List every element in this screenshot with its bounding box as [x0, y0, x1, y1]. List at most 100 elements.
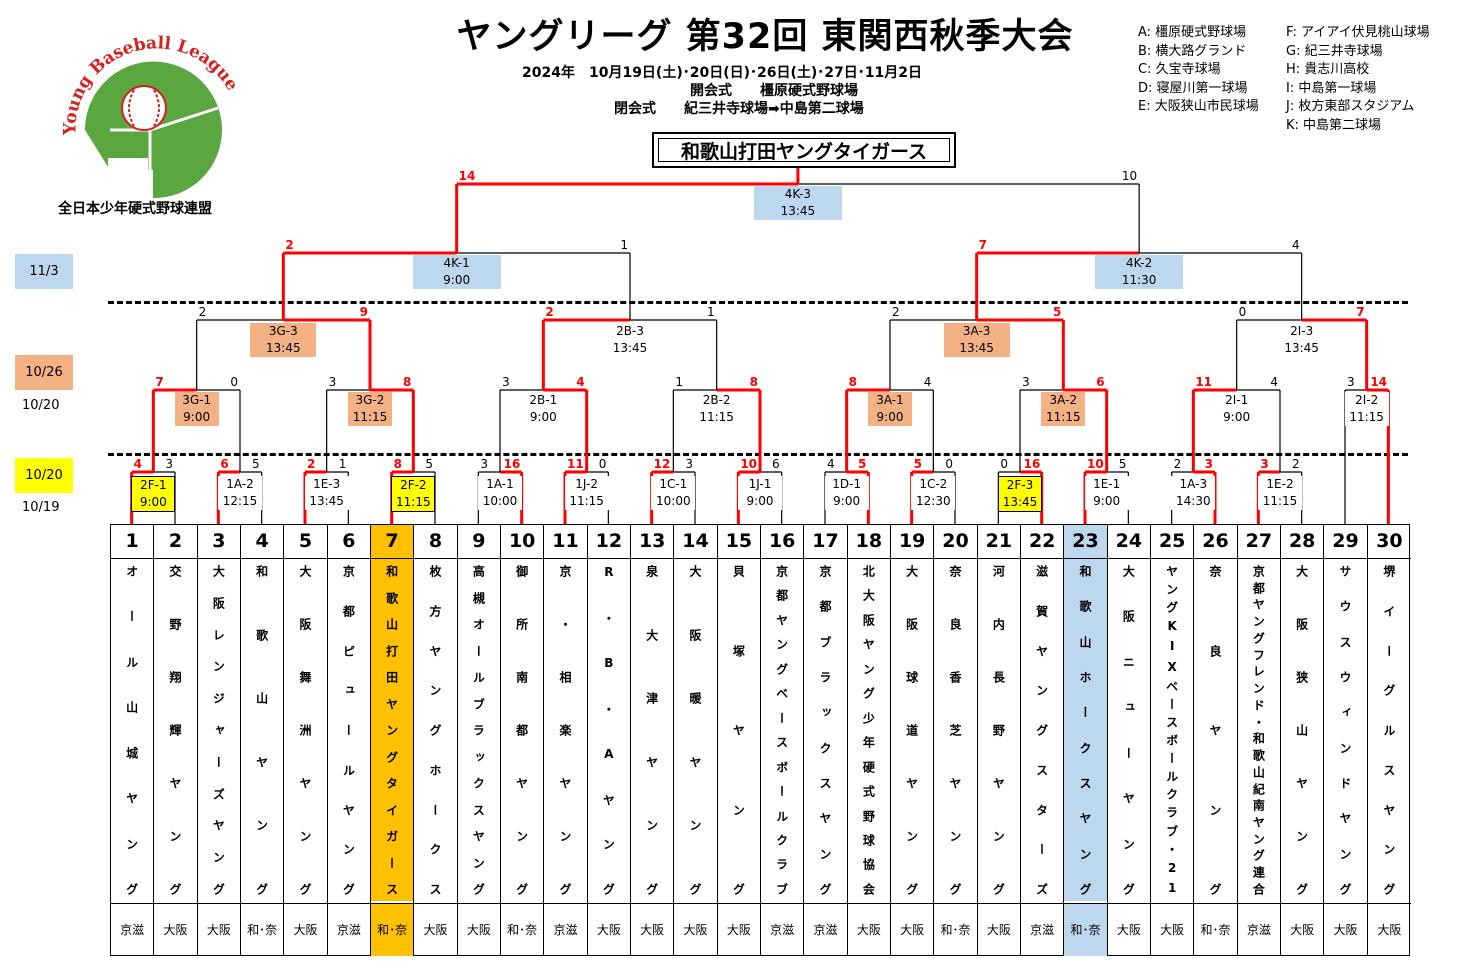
match-time: 11:15	[1046, 410, 1081, 424]
match-time: 13:45	[1002, 495, 1038, 509]
team-name: 奈良香芝ヤング	[934, 559, 976, 901]
team-name-char: 都	[818, 600, 832, 613]
team-name: 滋賀ヤングスターズ	[1021, 559, 1063, 901]
league-logo: Young Baseball League	[60, 33, 242, 199]
match-score: 8	[393, 457, 403, 471]
match-score: 4	[576, 375, 585, 389]
team-name: 大阪球道ヤング	[891, 559, 933, 901]
team-name-char: ヤ	[1294, 777, 1309, 789]
team-name-char: ィ	[1338, 706, 1352, 719]
team-name-char: ド	[1338, 776, 1352, 789]
team-name: 京都ピュールヤング	[328, 559, 370, 901]
team-name-char: ヤ	[558, 777, 572, 789]
match-code: 1E-3	[313, 477, 341, 491]
team-name-char: ス	[1338, 635, 1352, 648]
match-score: 2	[545, 305, 554, 319]
team-name-char: 硬	[861, 760, 876, 773]
team-number: 5	[284, 525, 327, 559]
team-name-char: 会	[861, 882, 876, 895]
team-name-char: ン	[341, 843, 356, 856]
match-time: 9:00	[139, 495, 167, 509]
team-name-char: 翔	[168, 671, 182, 683]
team-region: 京滋	[761, 903, 804, 956]
team-region: 大阪	[891, 903, 934, 956]
match-score: 3	[328, 375, 337, 389]
date-marker-round1-day1: 10/19	[22, 500, 60, 515]
team-name-char: グ	[818, 882, 832, 895]
team-name-char: 良	[1208, 644, 1222, 657]
match-code: 3G-3	[268, 324, 298, 338]
team-name-char: ル	[1164, 770, 1179, 783]
team-name-char: ヤ	[168, 777, 182, 789]
team-name-char: 御	[514, 565, 529, 577]
team-name-char: ー	[341, 724, 356, 736]
team-name-char: 暖	[688, 692, 702, 705]
team-name-char: ブ	[818, 635, 832, 648]
team-name-char: グ	[991, 883, 1006, 895]
team-name-char: 京	[341, 565, 356, 577]
team-region: 大阪	[587, 903, 630, 956]
match-score: 4	[1292, 238, 1300, 252]
team-name-char: ヤ	[818, 812, 832, 825]
team-name-char: ヤ	[1078, 812, 1092, 825]
team-name-char: 泉	[644, 565, 659, 577]
team-name-char: ー	[1164, 752, 1179, 765]
team-name-char: イ	[384, 803, 399, 816]
team-name-char: 大	[688, 565, 702, 577]
team-name-char: ン	[1338, 741, 1352, 754]
team-name-char: ン	[904, 830, 919, 842]
team-name-char: 都	[514, 724, 529, 736]
team-name-char: グ	[1381, 883, 1396, 895]
team-name-char: ン	[384, 724, 399, 736]
team-name-char: 香	[948, 671, 962, 683]
team-name-char: ン	[1078, 847, 1092, 860]
team-name-char: 山	[1251, 765, 1266, 778]
team-name-char: ン	[471, 856, 486, 869]
team-name-char: 都	[341, 604, 356, 617]
team-name-char: 大	[644, 628, 659, 641]
match-score: 4	[1270, 375, 1278, 389]
team-name-char: 内	[991, 618, 1006, 630]
team-region: 京滋	[111, 903, 154, 956]
team-name-char: ン	[1121, 837, 1136, 850]
team-name-char: 大	[211, 565, 226, 577]
team-region: 和･奈	[241, 903, 284, 956]
team-name: 大阪舞洲ヤング	[284, 559, 326, 901]
team-name-char: ヤ	[1208, 724, 1222, 736]
match-score: 2	[1292, 457, 1300, 471]
team-name-char: ン	[558, 830, 572, 842]
team-name-char: ン	[254, 819, 269, 832]
team-name-char: 阪	[1121, 610, 1136, 623]
team-name-char: ッ	[818, 706, 832, 719]
team-name-char: 大	[1294, 565, 1309, 577]
match-score: 0	[945, 457, 953, 471]
match-code: 4K-1	[443, 256, 470, 270]
match-time: 9:00	[1223, 410, 1251, 424]
team-name-char: 道	[904, 724, 919, 736]
team-number: 10	[501, 525, 544, 559]
match-time: 9:00	[443, 273, 471, 287]
team-name-char: 京	[818, 565, 832, 577]
match-score: 3	[1260, 457, 1269, 471]
team-name: 御所南都ヤング	[501, 559, 543, 901]
team-name: 和歌山打田ヤングタイガース	[371, 559, 414, 901]
venue-entry: H: 貴志川高校	[1286, 62, 1370, 77]
team-name-char: グ	[1338, 882, 1352, 895]
champion-box: 和歌山打田ヤングタイガース	[652, 132, 956, 168]
team-name-char: 阪	[904, 618, 919, 630]
team-name: 堺イーグルスヤング	[1368, 559, 1411, 901]
team-name-char: ス	[1381, 763, 1396, 776]
team-number: 23	[1064, 525, 1107, 559]
team-name-char: 野	[168, 618, 182, 630]
match-score: 7	[978, 238, 988, 252]
match-score: 3	[502, 375, 510, 389]
